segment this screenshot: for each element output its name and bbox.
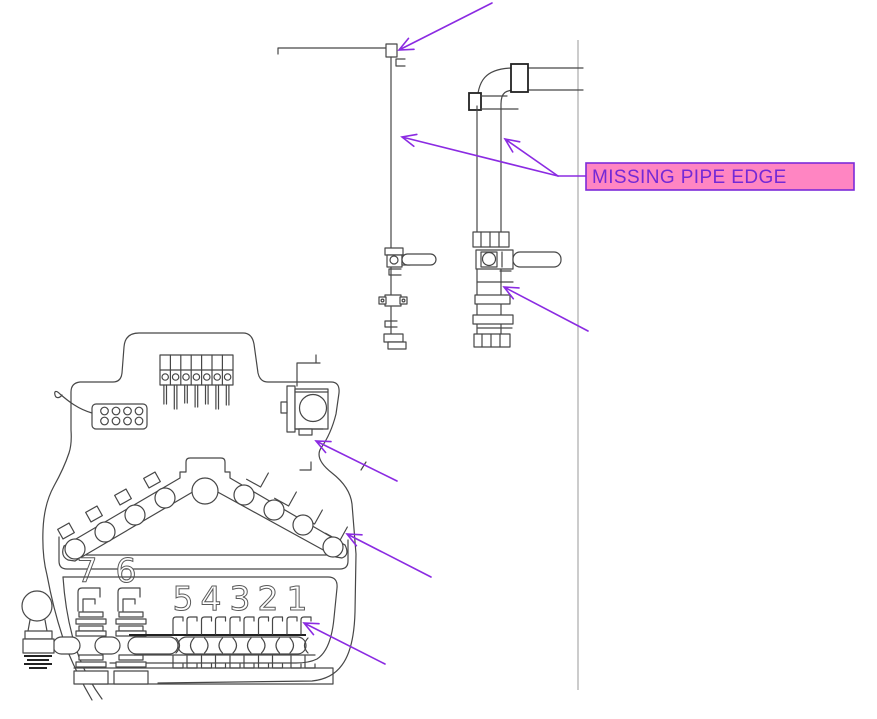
valve-right-riser: [475, 249, 562, 272]
pipe-coupling: [510, 63, 529, 93]
lower-panel: [62, 576, 338, 664]
machine-body-outline: [42, 332, 357, 701]
pipe-top-fitting: [385, 43, 398, 58]
connector-block: [54, 390, 148, 430]
missing-pipe-edge-label[interactable]: MISSING PIPE EDGE: [557, 162, 855, 191]
cylinder-number-6: 6: [116, 551, 137, 590]
annotation-arrow[interactable]: [503, 137, 559, 177]
clamp-column: [115, 587, 147, 668]
cylinder-number-1: 1: [287, 579, 308, 618]
pipe-coupling: [474, 294, 511, 305]
cylinder-number-4: 4: [201, 579, 222, 618]
annotation-arrow[interactable]: [302, 622, 386, 665]
valve-left-riser: [384, 247, 437, 276]
pipe-coupling: [472, 314, 514, 325]
annotation-arrow[interactable]: [502, 286, 589, 332]
annotation-arrow[interactable]: [345, 533, 432, 578]
annotation-arrow[interactable]: [314, 440, 398, 482]
flange-lower: [473, 333, 511, 348]
base-rails: [73, 654, 334, 685]
terminal-comb: [159, 354, 234, 410]
pipe-riser-right: [468, 63, 584, 348]
cylinder-number-5: 5: [173, 579, 194, 618]
flange-upper: [472, 231, 510, 248]
ball-valve: [21, 590, 55, 669]
cylinder-number-7: 7: [77, 551, 98, 590]
valve-lever-handle: [401, 253, 437, 266]
injector-brackets: [172, 616, 316, 669]
valve-lever-handle: [512, 251, 562, 268]
wire: [54, 390, 93, 414]
pipe-end-cap-left: [383, 333, 407, 350]
cylinder-number-3: 3: [230, 579, 251, 618]
cam-arch: [57, 457, 349, 570]
clamp-column: [75, 587, 107, 668]
cylinder-number-2: 2: [258, 579, 279, 618]
annotation-arrows[interactable]: [302, 2, 589, 665]
missing-pipe-edge-text: MISSING PIPE EDGE: [592, 167, 787, 188]
fuel-rail-pipe: [52, 634, 309, 655]
pipe-riser-left: [277, 43, 437, 350]
branch-fitting: [468, 92, 482, 111]
annotation-arrow[interactable]: [400, 133, 559, 177]
union-fitting: [378, 294, 408, 307]
machine-drawing: 7 6 5 4 3 2 1: [21, 332, 367, 701]
solenoid-unit: [280, 354, 367, 471]
annotation-arrow[interactable]: [397, 2, 493, 51]
